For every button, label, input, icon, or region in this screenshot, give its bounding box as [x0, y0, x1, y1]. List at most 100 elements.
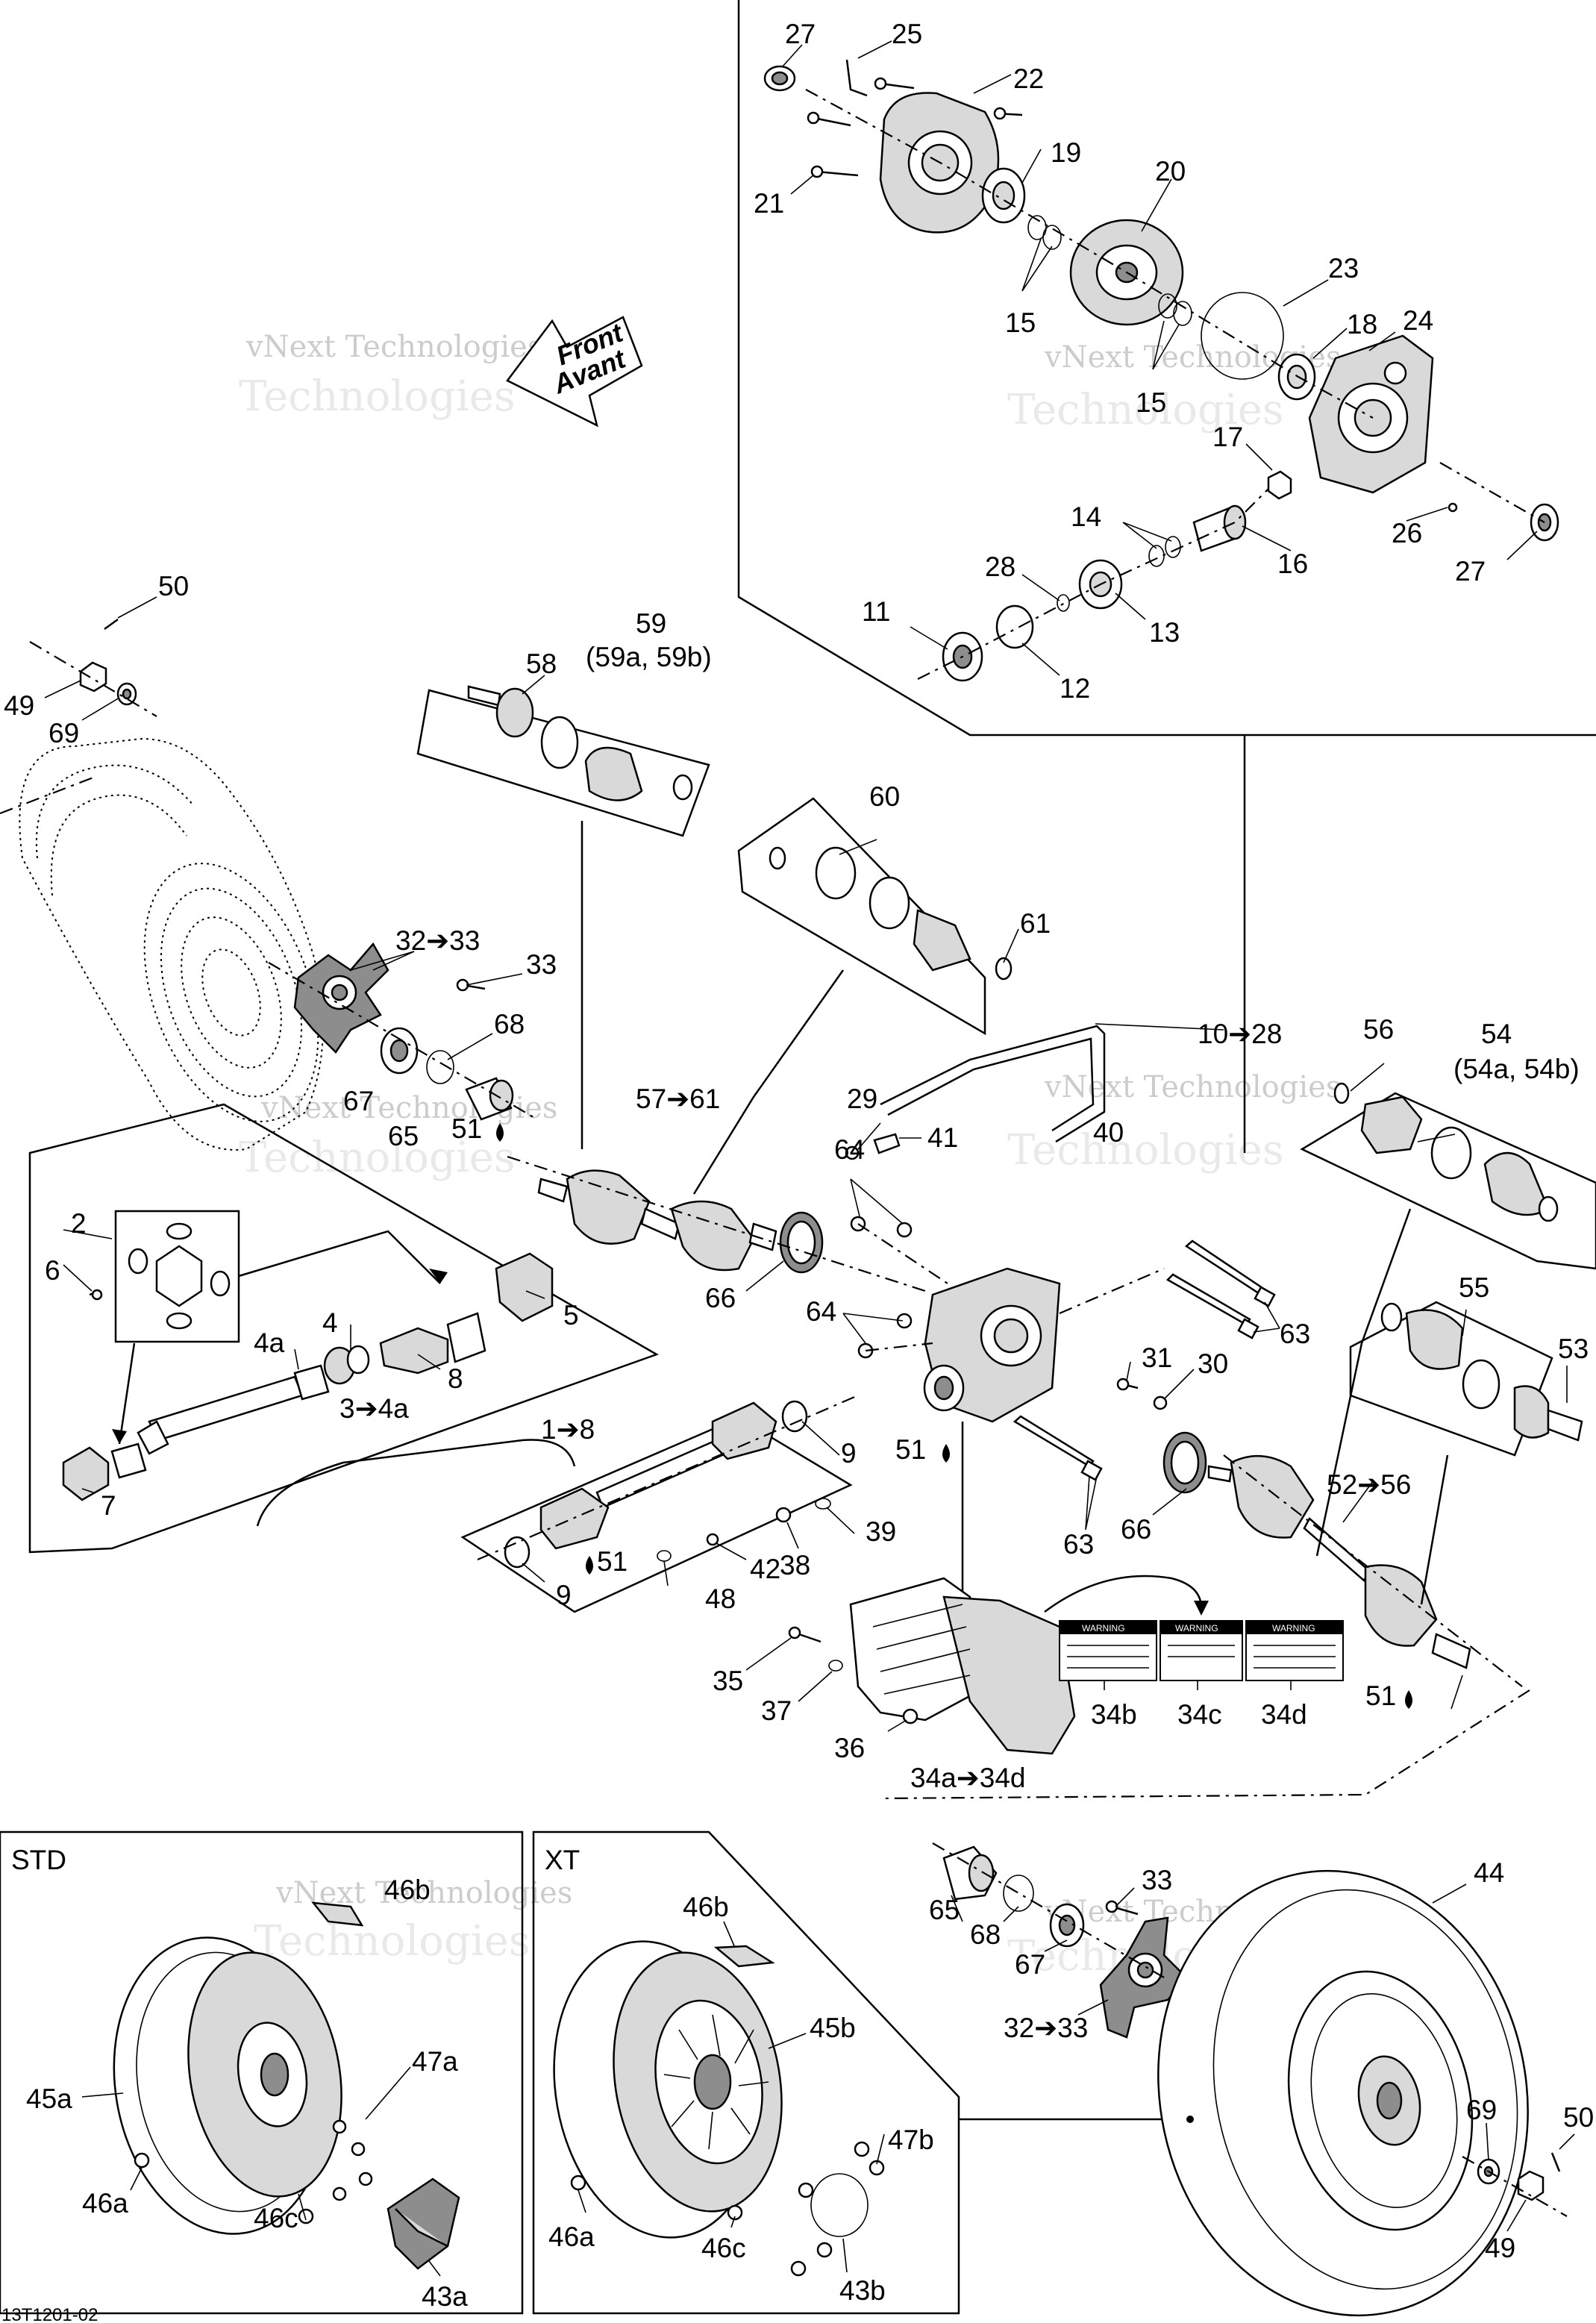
callout-3to4a: 3➔4a — [339, 1393, 409, 1424]
watermark-5b: Technologies — [254, 1917, 531, 1966]
part-59b-boot — [584, 746, 643, 801]
leader-lines — [44, 40, 1575, 2277]
part-39-washer — [815, 1498, 831, 1510]
callout-35: 35 — [713, 1666, 743, 1696]
watermark-4: vNext Technologies — [1044, 1070, 1341, 1104]
callout-1to8: 1➔8 — [541, 1414, 595, 1445]
part-15-shim-c — [1158, 293, 1177, 319]
left-hub-group — [268, 942, 538, 1121]
callout-67a: 67 — [343, 1086, 374, 1116]
callout-5: 5 — [563, 1300, 579, 1331]
part-25-vent — [845, 59, 868, 97]
left-axle-nut-group — [29, 618, 157, 717]
callout-51c: 51 — [597, 1546, 628, 1577]
part-29-fitting — [845, 1145, 860, 1160]
callout-32to33a: 32➔33 — [395, 925, 480, 956]
callout-33a: 33 — [526, 949, 557, 980]
part-46a-std-valve — [134, 2152, 150, 2169]
callout-13: 13 — [1149, 617, 1180, 648]
callout-27b: 27 — [1455, 556, 1486, 587]
part-40-breather-tube — [880, 1025, 1106, 1143]
left-rear-wheel-dotted — [0, 737, 324, 1151]
differential-parts — [763, 59, 1559, 682]
callout-50b: 50 — [1563, 2102, 1594, 2133]
callout-33b: 33 — [1142, 1865, 1172, 1895]
part-59a-clamp — [540, 716, 579, 769]
callout-65b: 65 — [929, 1895, 960, 1925]
callout-18: 18 — [1347, 309, 1377, 340]
part-34a-skid-plate — [849, 1577, 975, 1722]
left-cv-kit-58-59-frame — [416, 689, 710, 837]
callout-58: 58 — [526, 648, 557, 679]
callout-39: 39 — [866, 1516, 896, 1547]
callout-46c-xt: 46c — [701, 2233, 746, 2263]
part-26-plug — [1448, 502, 1458, 513]
xt-wheel-parts — [553, 1940, 1190, 2277]
callout-59sub: (59a, 59b) — [586, 642, 712, 672]
callout-34b: 34b — [1091, 1699, 1137, 1730]
part-46b-std-cap — [311, 1901, 364, 1927]
callout-68b: 68 — [970, 1919, 1001, 1950]
callout-44: 44 — [1474, 1857, 1504, 1888]
decal-34d-header: WARNING — [1272, 1623, 1315, 1633]
callout-25: 25 — [892, 19, 922, 49]
callout-9a: 9 — [841, 1438, 857, 1469]
part-61-cv-joint — [913, 909, 971, 972]
callout-54sub: (54a, 54b) — [1453, 1054, 1580, 1084]
part-41-fitting — [873, 1133, 901, 1154]
callout-numbers: 27 25 22 19 21 20 15 23 18 24 15 17 14 1… — [4, 19, 1594, 2312]
xt-wheel-inset-frame — [532, 1830, 960, 2315]
part-5-yoke — [495, 1252, 554, 1322]
part-14-shim-a — [1148, 545, 1165, 567]
callout-7: 7 — [101, 1490, 116, 1521]
callout-46b-xt: 46b — [683, 1892, 729, 1922]
callout-55: 55 — [1459, 1272, 1489, 1303]
watermark-1b: Technologies — [239, 372, 516, 421]
callout-27a: 27 — [785, 19, 816, 49]
callout-65a: 65 — [388, 1121, 419, 1151]
part-54a-clamp — [1430, 1126, 1472, 1180]
callout-51b: 51 — [895, 1434, 926, 1465]
right-axle-inner-boot — [1230, 1454, 1315, 1539]
xt-inset-title: XT — [545, 1845, 580, 1875]
callout-26: 26 — [1392, 518, 1422, 548]
callout-29: 29 — [847, 1084, 877, 1114]
callout-17: 17 — [1212, 422, 1243, 452]
callout-47a: 47a — [412, 2046, 458, 2077]
callout-28: 28 — [985, 551, 1016, 582]
watermark-4b: Technologies — [1007, 1126, 1284, 1175]
part-9-seal-front — [504, 1536, 531, 1569]
callout-51d: 51 — [1365, 1680, 1396, 1711]
propeller-shaft-group-frame — [28, 1103, 659, 1554]
callout-31: 31 — [1142, 1342, 1172, 1373]
callout-34ato34d: 34a➔34d — [910, 1763, 1025, 1793]
callout-59: 59 — [636, 608, 666, 639]
shaft-1-8-leader — [256, 1439, 576, 1527]
left-cv-kit-60-61-frame — [737, 797, 986, 1036]
callout-42: 42 — [750, 1554, 780, 1584]
part-42-screw — [706, 1533, 719, 1546]
watermark-3b: Technologies — [239, 1134, 516, 1182]
part-46b-xt-cap — [713, 1945, 775, 1968]
callout-8a: 8 — [448, 1363, 463, 1394]
right-axle-outer-boot — [1364, 1564, 1438, 1647]
callout-46b-std: 46b — [384, 1875, 431, 1905]
callout-48: 48 — [705, 1583, 736, 1614]
callout-61: 61 — [1020, 908, 1051, 939]
callout-46a-xt: 46a — [548, 2222, 595, 2252]
part-35-bolt — [788, 1626, 801, 1639]
callout-19: 19 — [1051, 137, 1081, 168]
callout-15a: 15 — [1005, 307, 1036, 338]
callout-15b: 15 — [1136, 387, 1166, 418]
part-15-shim-b — [1042, 225, 1062, 250]
center-shaft-yoke-rear — [711, 1401, 777, 1460]
part-28-washer — [1057, 594, 1070, 612]
callout-54: 54 — [1481, 1019, 1512, 1049]
differential-group-frame — [737, 0, 1596, 737]
std-inset-title: STD — [11, 1845, 66, 1875]
part-43a-std-cap — [387, 2177, 460, 2270]
part-53-cv-joint — [1513, 1385, 1550, 1439]
oil-drop-icon — [942, 1444, 950, 1463]
callout-69a: 69 — [48, 718, 79, 748]
